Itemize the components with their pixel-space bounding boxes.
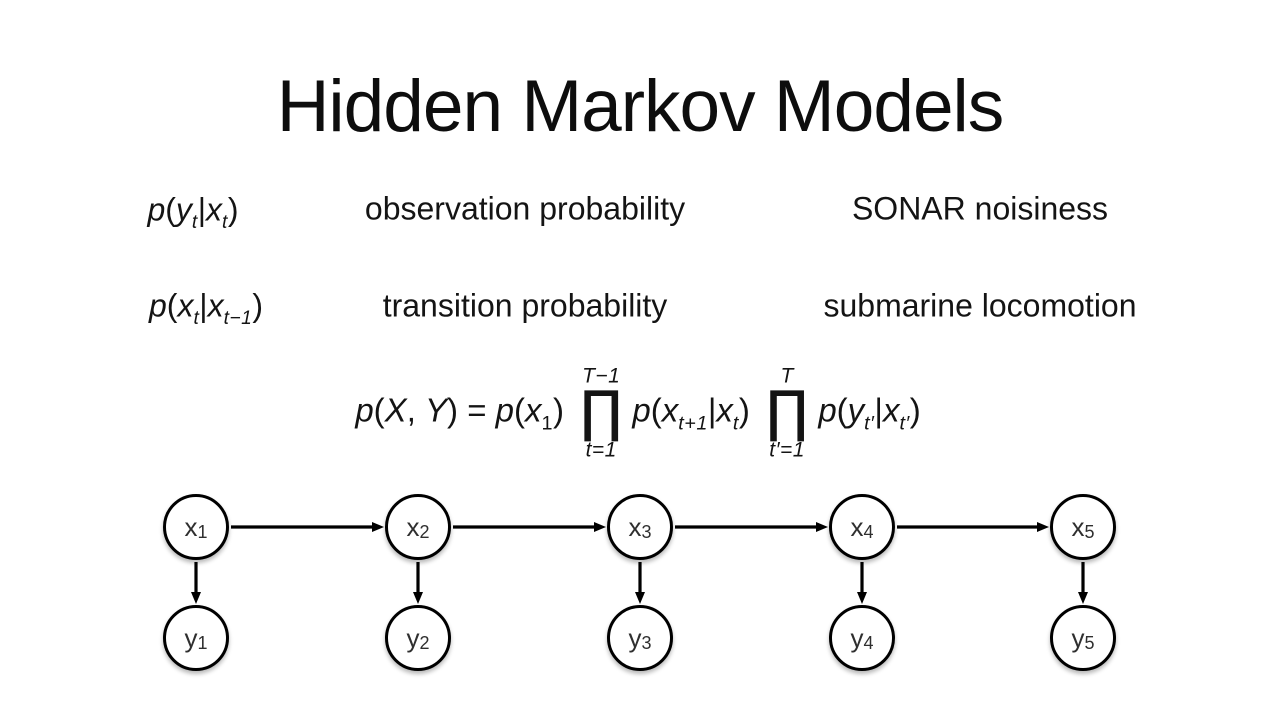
math-run: y (175, 191, 192, 228)
math-run: X (384, 391, 407, 429)
math-subscript: t (191, 211, 198, 233)
math-subscript: t (222, 211, 228, 233)
formula-transition-probability: p(xt|xt−1) (149, 287, 263, 328)
product-lower-limit: t=1 (585, 438, 617, 462)
math-run: | (199, 287, 208, 324)
math-run: | (707, 391, 717, 429)
math-subscript: t′ (864, 412, 875, 435)
node-label-subscript: 1 (197, 633, 208, 653)
math-run: p (818, 391, 837, 429)
math-run: Y (425, 391, 448, 429)
math-run: ) (252, 287, 263, 324)
math-run: ) (227, 191, 239, 228)
math-run: ( (373, 391, 385, 429)
label-submarine-locomotion: submarine locomotion (823, 287, 1137, 324)
product-operator: T−1∏t=1 (580, 365, 622, 460)
math-run: ( (514, 391, 526, 429)
node-label-subscript: 5 (1084, 522, 1095, 542)
node-label-subscript: 3 (641, 633, 652, 653)
node-label-subscript: 2 (419, 522, 430, 542)
node-label-subscript: 2 (419, 633, 430, 653)
label-observation-probability: observation probability (364, 190, 686, 227)
math-run: ( (165, 191, 176, 228)
slide-title: Hidden Markov Models (276, 66, 1005, 147)
formula-observation-probability: p(yt|xt) (147, 191, 239, 232)
node-label: x (628, 512, 642, 542)
math-run: p (149, 287, 167, 324)
node-label-subscript: 5 (1084, 633, 1095, 653)
math-run: p (355, 391, 374, 429)
node-label-subscript: 3 (641, 522, 652, 542)
node-label: x (850, 512, 864, 542)
product-lower-limit: t′=1 (769, 438, 805, 462)
math-run: x (716, 391, 733, 429)
math-run: p (495, 391, 515, 429)
product-upper-limit: T−1 (582, 364, 621, 388)
product-symbol: ∏ (580, 379, 623, 445)
product-symbol: ∏ (765, 379, 809, 445)
math-run: | (197, 191, 207, 228)
node-label-subscript: 4 (863, 522, 874, 542)
node-label: y (628, 623, 642, 653)
math-subscript: 1 (541, 412, 554, 435)
label-sonar-noisiness: SONAR noisiness (851, 190, 1109, 227)
math-run: x (206, 191, 223, 228)
math-run: , (406, 391, 426, 429)
product-operator: T∏t′=1 (766, 365, 808, 460)
math-run: ) (738, 391, 750, 429)
product-upper-limit: T (780, 364, 794, 388)
math-run: ) (909, 391, 921, 429)
math-run: x (177, 287, 194, 324)
node-label-subscript: 1 (197, 522, 208, 542)
math-run: ( (166, 287, 178, 324)
node-label: x (406, 512, 420, 542)
node-label: x (1071, 512, 1085, 542)
math-run: x (661, 391, 679, 429)
node-label: y (850, 623, 864, 653)
label-transition-probability: transition probability (382, 287, 668, 324)
math-run: x (525, 391, 542, 429)
node-label-subscript: 4 (863, 633, 874, 653)
math-run: y (847, 391, 865, 429)
math-run: ( (836, 391, 848, 429)
math-subscript: t+1 (678, 412, 708, 435)
math-subscript: t−1 (223, 307, 253, 329)
math-run: p (632, 391, 651, 429)
math-subscript: t (193, 307, 200, 329)
node-label: y (184, 623, 198, 653)
math-run: p (147, 191, 166, 228)
math-run: x (207, 287, 224, 324)
math-run: x (882, 391, 900, 429)
math-subscript: t (732, 412, 739, 435)
node-label: y (1071, 623, 1085, 653)
node-label: y (406, 623, 420, 653)
math-run: ) = (447, 391, 496, 429)
math-subscript: t′ (899, 412, 910, 435)
math-run: ( (650, 391, 662, 429)
math-run: ) (553, 391, 565, 429)
math-run: | (874, 391, 883, 429)
node-label: x (184, 512, 198, 542)
